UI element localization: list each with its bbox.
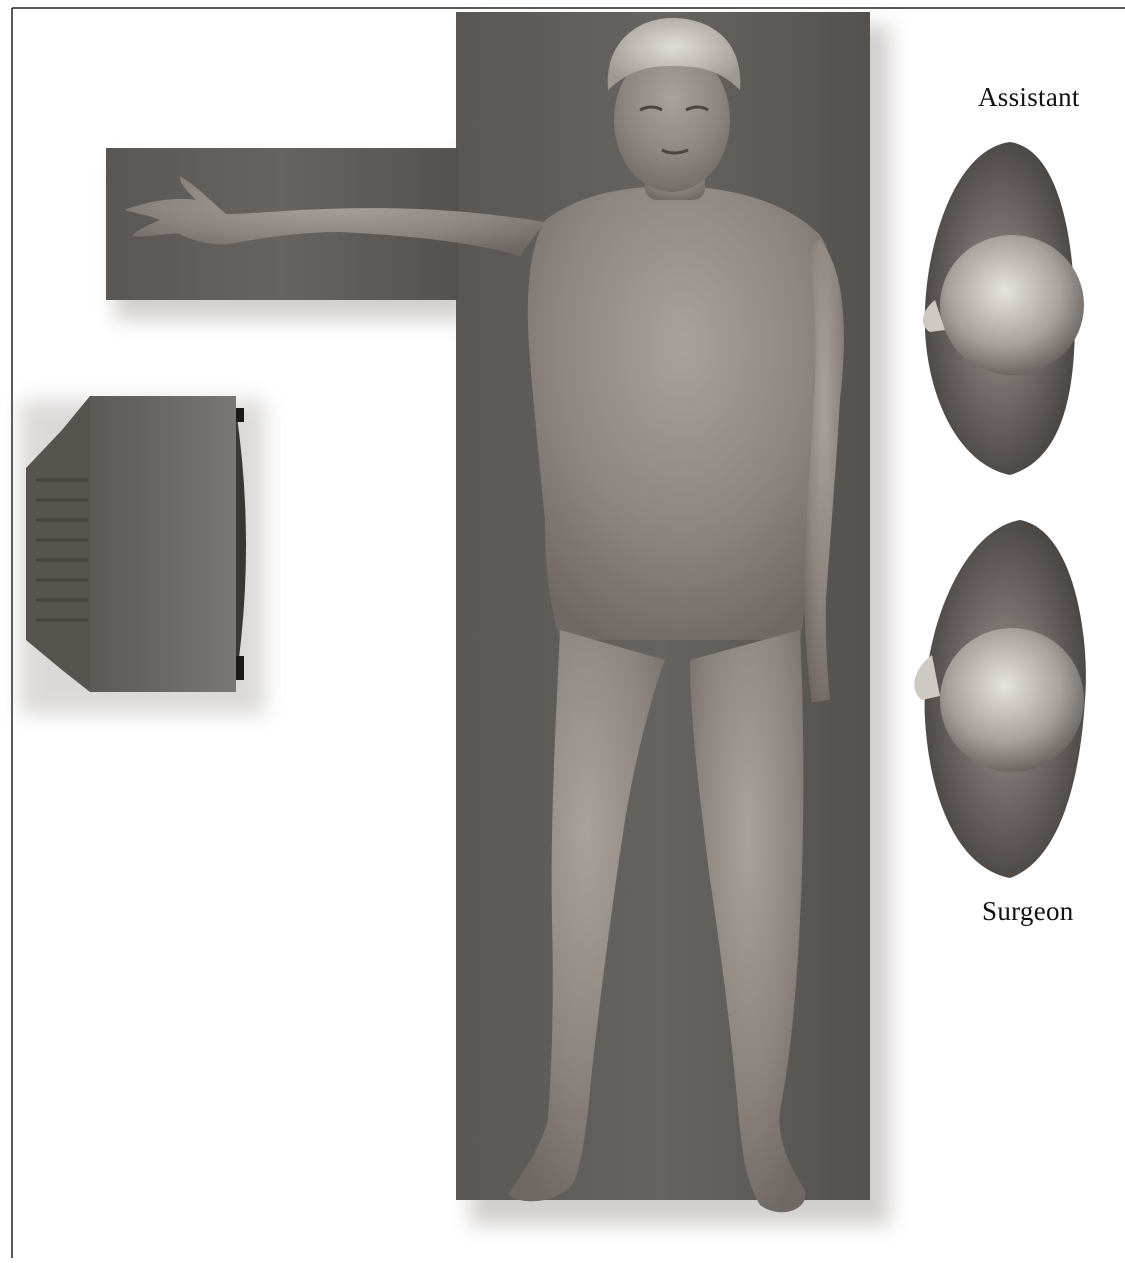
assistant-label: Assistant <box>978 82 1080 113</box>
surgeon-label: Surgeon <box>982 896 1074 927</box>
monitor <box>26 396 246 692</box>
assistant-figure <box>923 142 1084 475</box>
surgeon-figure <box>914 520 1086 878</box>
